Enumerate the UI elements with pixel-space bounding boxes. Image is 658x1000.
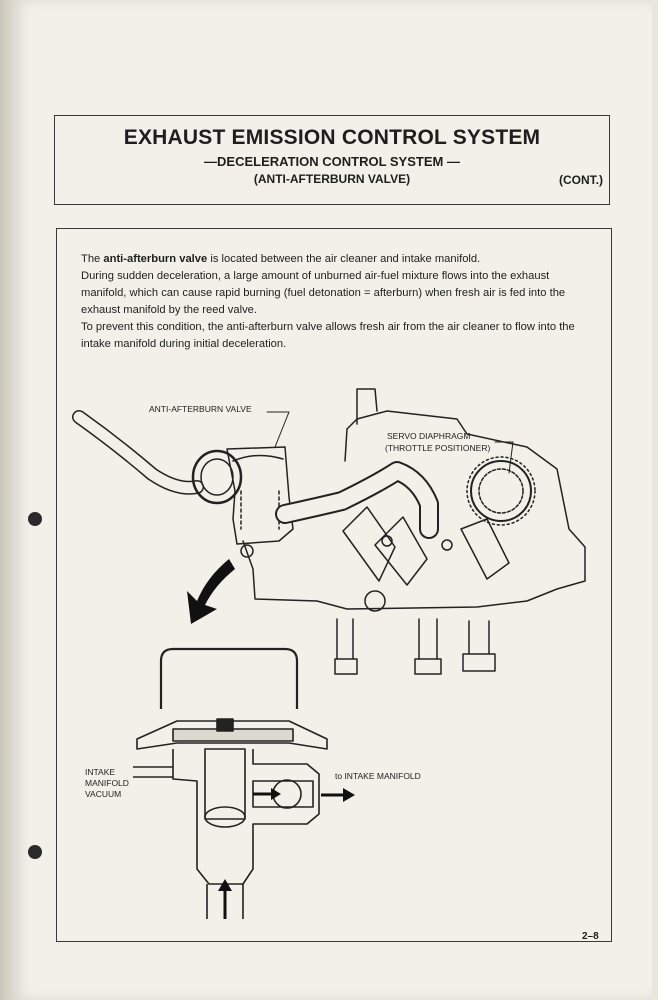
bolt <box>240 544 254 558</box>
intake-runner <box>460 518 510 580</box>
valve-head <box>204 806 246 828</box>
hose-clamp <box>191 449 243 505</box>
fitting <box>334 618 358 675</box>
valve-leader <box>266 411 290 448</box>
body-text: The anti-afterburn valve is located betw… <box>81 251 591 353</box>
manifold-block <box>242 410 586 610</box>
p1-post: is located between the air cleaner and i… <box>207 253 481 265</box>
vacuum-port <box>133 766 173 778</box>
flow-arrow-head <box>271 788 281 800</box>
hose-clamp-inner <box>200 458 234 496</box>
label-throttle-positioner: (THROTTLE POSITIONER) <box>385 443 490 453</box>
binder-hole <box>28 512 42 526</box>
valve-cap-line <box>232 454 284 462</box>
engine-diagram: ANTI-AFTERBURN VALVE SERVO DIAPHRAGM (TH… <box>72 388 586 919</box>
valve-hidden-lines <box>240 490 280 530</box>
hose-fill <box>73 411 203 494</box>
content-box: The anti-afterburn valve is located betw… <box>56 228 612 942</box>
valve-diaphragm-flange <box>136 720 328 750</box>
label-servo-diaphragm: SERVO DIAPHRAGM <box>387 431 470 441</box>
fitting <box>414 618 442 675</box>
servo-teeth <box>466 456 536 526</box>
label-intake-3: VACUUM <box>85 789 121 799</box>
label-intake-2: MANIFOLD <box>85 778 129 788</box>
section-subtitle: —DECELERATION CONTROL SYSTEM — <box>204 154 460 169</box>
paragraph-2: During sudden deceleration, a large amou… <box>81 270 566 316</box>
valve-stem-top <box>216 718 234 732</box>
label-intake-1: INTAKE <box>85 767 115 777</box>
fitting <box>462 620 496 672</box>
flow-arrow-head <box>218 879 232 891</box>
p1-pre: The <box>81 253 104 265</box>
p1-bold-term: anti-afterburn valve <box>103 253 208 265</box>
paragraph-1: The anti-afterburn valve is located betw… <box>81 251 591 268</box>
component-subtitle: (ANTI-AFTERBURN VALVE) <box>253 172 411 186</box>
binder-hole <box>28 845 42 859</box>
valve-stem-chamber <box>204 748 246 820</box>
label-anti-afterburn-valve: ANTI-AFTERBURN VALVE <box>149 404 252 414</box>
manual-page: EXHAUST EMISSION CONTROL SYSTEM —DECELER… <box>12 0 652 1000</box>
intake-runner <box>342 506 396 582</box>
valve-housing-cap <box>159 647 299 709</box>
flow-arrow-head <box>343 788 355 802</box>
label-to-intake-manifold: to INTAKE MANIFOLD <box>335 771 421 781</box>
page-title: EXHAUST EMISSION CONTROL SYSTEM <box>123 126 541 149</box>
bolt <box>381 535 393 547</box>
pipe-fill <box>277 463 437 537</box>
servo-leader <box>494 441 514 474</box>
servo-diaphragm-inner <box>478 468 524 514</box>
manifold-boss <box>356 388 378 425</box>
servo-diaphragm <box>470 460 532 522</box>
page-number: 2–8 <box>582 931 599 942</box>
intake-runner <box>374 516 428 586</box>
bolt <box>441 539 453 551</box>
zoom-arrow-icon <box>187 559 235 624</box>
paragraph-3: To prevent this condition, the anti-afte… <box>81 321 575 350</box>
inlet-passage <box>206 884 244 919</box>
continued-mark: (CONT.) <box>559 173 603 187</box>
valve-lower-body <box>172 749 320 885</box>
header-box: EXHAUST EMISSION CONTROL SYSTEM —DECELER… <box>54 115 610 205</box>
bolt <box>364 590 386 612</box>
valve-body <box>226 446 294 545</box>
